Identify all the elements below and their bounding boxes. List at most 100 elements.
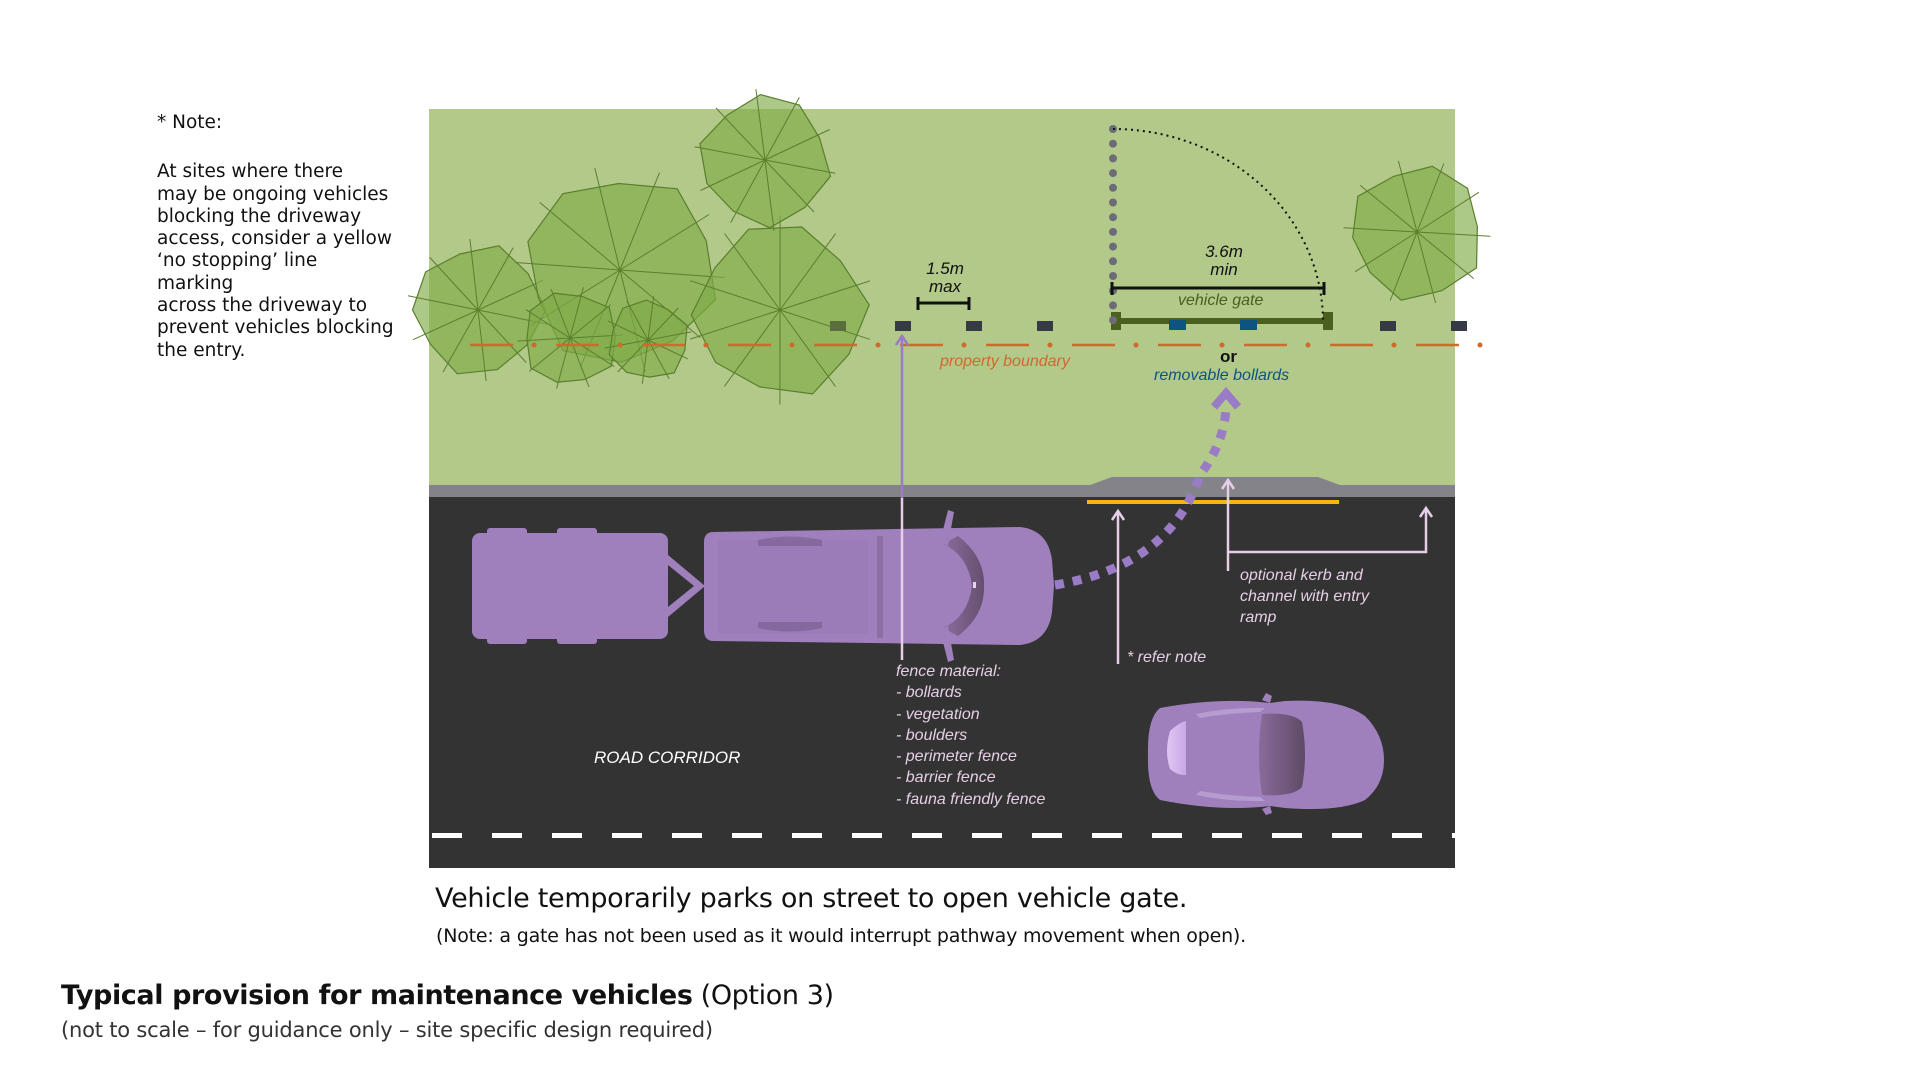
tree-branch [569,304,612,339]
tree-branch [764,97,800,161]
road-dash [1152,833,1182,838]
tree-branch [764,159,815,213]
note-line: blocking the driveway [157,205,362,227]
boundary-dot [617,342,623,348]
tree-branch [647,296,655,341]
tree-branch [477,247,514,311]
fence-post [966,321,982,331]
fence-material-item: - perimeter fence [896,748,1017,766]
yellow-no-stopping-line [1087,500,1339,504]
tree-branch [779,280,871,311]
tree-branch [556,337,571,389]
diagram-caption: Vehicle temporarily parks on street to o… [435,883,1188,914]
vehicle-path-arrow [1054,386,1242,590]
tree-branch [647,339,670,379]
tree-branch [412,309,479,341]
tree-branch [619,214,710,271]
fence-posts [830,321,1467,331]
gate-leaf-dot [1109,301,1117,310]
tree-branch [1359,185,1418,233]
tree-canopy [1343,160,1491,304]
removable-bollards-label: removable bollards [1154,367,1290,384]
tree-branch [723,309,781,387]
road-dash [1332,833,1362,838]
tree-canopy [689,215,871,405]
road-dash [1272,833,1302,838]
bollard-marker [1240,320,1257,330]
tree-branch [689,309,781,340]
tree-branch [730,159,766,223]
gate-leaf-dot [1109,316,1117,325]
parked-car [1147,693,1384,815]
title-option: (Option 3) [692,980,834,1011]
gate-leaf-dot [1109,272,1117,280]
fence-material-heading: fence material: [896,663,1001,680]
note-heading: * Note: [157,112,223,133]
note-line: At sites where there [157,161,344,183]
vehicle-gate [1109,125,1333,330]
tree-branch [477,309,527,363]
road-dash [1092,833,1122,838]
property-boundary-line [470,342,1483,348]
road-dash [1212,833,1242,838]
tree-branch [694,146,766,161]
tree-branch [619,172,660,271]
dimension-qualifier: max [928,277,962,296]
tree-branch [1416,191,1480,233]
boundary-dot [703,342,709,348]
property-boundary-label: property boundary [940,353,1070,370]
bollard-marker [1169,320,1186,330]
tree-branch [525,309,571,339]
gate-swing-arc [1112,128,1324,323]
tree-branch [690,280,781,311]
road-dash [1392,833,1422,838]
road-dash [612,833,642,838]
tree-branch [528,337,571,372]
dimension-value: 3.6m [1205,242,1243,261]
note-panel: * Note: At sites where there may be ongo… [157,112,397,362]
dimension-fence-gap [916,297,971,310]
boundary-dot [531,342,537,348]
road-centre-line [432,833,1455,838]
road-dash [792,833,822,838]
road-dash [1452,833,1455,838]
fence-post [1037,321,1053,331]
tree-branch [779,233,837,311]
tree-branch [469,239,479,311]
kerb-annotation-line: channel with entry [1240,588,1369,605]
dimension-gate-width-label: 3.6m min [1192,243,1256,279]
road-dash [972,833,1002,838]
fence-post [1451,321,1467,331]
kerb-annotation: optional kerb and channel with entry ram… [1240,565,1369,628]
tree-branch [1416,163,1445,233]
note-line: the entry. [157,339,246,361]
trailer [472,528,705,644]
boundary-dot [875,342,881,348]
note-line: prevent vehicles blocking [157,317,394,339]
fence-material-item: - vegetation [896,705,980,723]
tree-branch [755,89,766,161]
tree-branch [626,301,649,341]
tree-branch [715,107,766,161]
gate-leaf-dot [1109,257,1117,266]
tree-branch [1416,231,1475,279]
tree-branch [607,320,649,341]
tree-branch [604,339,649,349]
boundary-dot [1477,342,1483,348]
boundary-dot [1219,342,1225,348]
tree-branch [569,287,584,339]
tree-branch [641,339,649,384]
boundary-dot [1305,342,1311,348]
gate-leaf-dot [1109,213,1117,222]
road-corridor-label: ROAD CORRIDOR [594,748,741,767]
road-dash [1032,833,1062,838]
tree-branch [647,307,679,341]
dimension-gate-width [1110,282,1326,295]
gate-post-right [1323,312,1333,330]
tree-branch [1343,227,1418,233]
fence-post [895,321,911,331]
tree-branch [779,309,836,387]
tree-canopy [517,287,623,389]
boundary-dot [1391,342,1397,348]
